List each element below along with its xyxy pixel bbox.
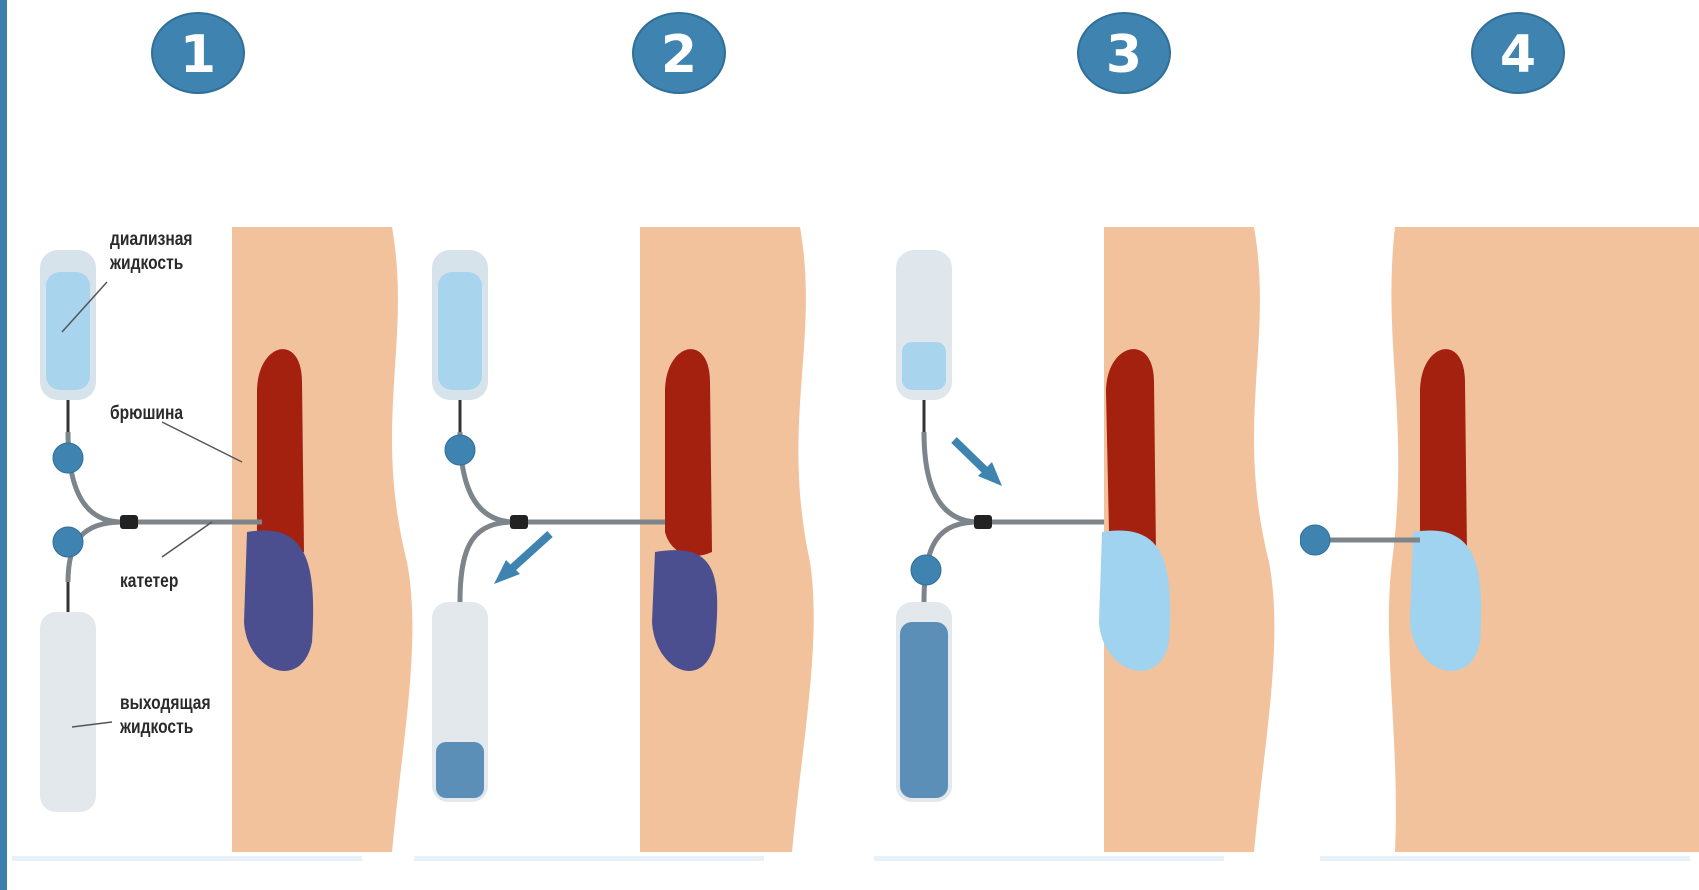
drain-bag <box>432 602 488 802</box>
flow-arrow-icon <box>954 440 1002 486</box>
clamp-bottom-icon <box>53 527 83 557</box>
connector <box>510 515 528 529</box>
drain-bag <box>896 602 952 802</box>
leader-line-peritoneum <box>162 422 242 462</box>
clamp-bottom-icon <box>911 555 941 585</box>
peritoneal-fluid <box>1099 530 1170 670</box>
bottom-strip-3 <box>874 856 1224 861</box>
left-accent-bar <box>0 0 7 890</box>
clamp-icon <box>1300 525 1330 555</box>
step-badge-2: 2 <box>632 12 726 94</box>
body-silhouette <box>640 227 814 852</box>
step-badge-1: 1 <box>151 12 245 94</box>
connector <box>120 515 138 529</box>
peritoneal-fluid <box>1410 530 1481 670</box>
leader-line-catheter <box>162 522 212 557</box>
organ-peritoneum <box>1420 349 1467 556</box>
catheter-tube <box>460 432 665 602</box>
step-badge-3: 3 <box>1077 12 1171 94</box>
dialysate-bag <box>40 250 96 432</box>
step-badge-4: 4 <box>1471 12 1565 94</box>
flow-arrow-icon <box>494 534 550 584</box>
clamp-top-icon <box>53 443 83 473</box>
catheter-tube <box>924 432 1104 602</box>
organ-peritoneum <box>665 349 712 556</box>
panel-step-4 <box>1300 222 1699 862</box>
label-dialysis-fluid-1: диализная <box>110 228 193 252</box>
label-outflow-fluid-2: жидкость <box>120 716 193 740</box>
dialysate-bag <box>896 250 952 432</box>
clamp-top-icon <box>445 435 475 465</box>
bottom-strip-4 <box>1320 856 1690 861</box>
label-dialysis-fluid-2: жидкость <box>110 252 183 276</box>
bottom-strip-2 <box>414 856 764 861</box>
organ-peritoneum <box>257 349 304 556</box>
label-peritoneum: брюшина <box>110 402 183 426</box>
label-catheter: катетер <box>120 570 178 594</box>
dialysate-bag <box>432 250 488 432</box>
connector <box>974 515 992 529</box>
drain-bag <box>40 582 96 812</box>
peritoneal-fluid <box>244 530 313 670</box>
peritoneal-fluid <box>652 550 717 671</box>
panel-step-1: диализная жидкость брюшина катетер выход… <box>12 222 432 862</box>
panel-step-3 <box>874 222 1294 862</box>
label-outflow-fluid-1: выходящая <box>120 692 211 716</box>
organ-peritoneum <box>1106 349 1156 556</box>
panel-step-2 <box>410 222 830 862</box>
bottom-strip-1 <box>12 856 362 861</box>
